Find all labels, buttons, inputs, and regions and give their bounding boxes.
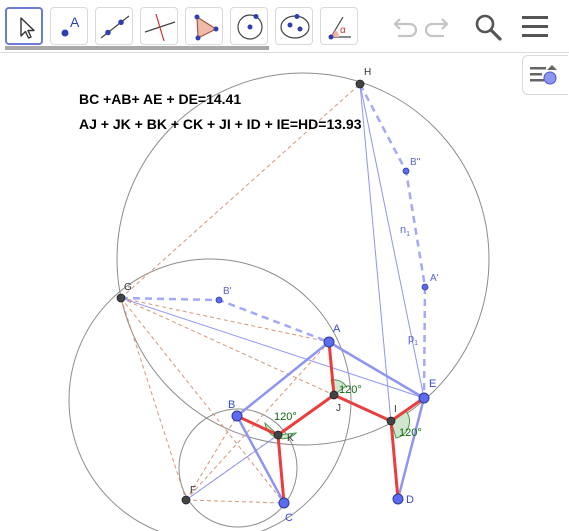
conic-icon [280, 14, 310, 39]
point-a[interactable] [323, 336, 335, 348]
angle-icon: α [328, 16, 351, 40]
segment-label-p1: p1 [408, 333, 418, 347]
label-b-double-prime: B'' [410, 157, 421, 168]
undo-button[interactable] [386, 10, 420, 44]
label-c: C [285, 512, 293, 524]
segment-label-n1: n1 [400, 224, 410, 238]
circle-tool-button[interactable] [230, 7, 268, 45]
construction-lines [120, 83, 392, 504]
label-d: D [406, 494, 414, 506]
line-tool-button[interactable] [95, 7, 133, 45]
toolbar-divider [0, 52, 569, 53]
redo-button[interactable] [422, 10, 456, 44]
point-b-double-prime[interactable] [402, 167, 410, 175]
point-j[interactable] [329, 390, 339, 400]
circle-icon [237, 14, 263, 40]
point-e[interactable] [418, 392, 430, 404]
label-a: A [333, 323, 341, 335]
point-a-prime[interactable] [421, 283, 429, 291]
toolbar: A [0, 0, 569, 52]
blue-segments [235, 340, 426, 505]
equation-line-2: AJ + JK + BK + CK + JI + ID + IE=HD=13.9… [79, 116, 362, 132]
menu-button[interactable] [519, 10, 553, 44]
label-h: H [364, 67, 371, 78]
menu-icon [522, 16, 548, 37]
point-h[interactable] [355, 79, 365, 89]
polygon-icon [194, 14, 219, 41]
point-tool-button[interactable]: A [50, 7, 88, 45]
red-path [235, 340, 426, 505]
label-f: F [190, 485, 196, 496]
polygon-tool-button[interactable] [185, 7, 223, 45]
angle-label-k: 120° [274, 411, 297, 423]
label-i: I [394, 404, 397, 415]
line-icon [100, 15, 130, 39]
redo-icon [424, 18, 449, 38]
equation-line-1: BC +AB+ AE + DE=14.41 [79, 91, 242, 107]
geometry-canvas[interactable]: 120° 120° 120° n1 p1 A B C D E H G [0, 53, 569, 531]
point-d[interactable] [392, 493, 404, 505]
angle-label-i: 120° [399, 427, 422, 439]
svg-text:α: α [340, 25, 346, 36]
point-c[interactable] [278, 497, 290, 509]
label-b: B [228, 399, 235, 411]
angle-label-j: 120° [339, 384, 362, 396]
point-f[interactable] [181, 495, 191, 505]
label-b-prime: B' [223, 286, 232, 297]
point-b[interactable] [231, 410, 243, 422]
point-k[interactable] [273, 430, 283, 440]
style-bar-toggle[interactable] [522, 55, 568, 95]
point-g[interactable] [116, 293, 126, 303]
circle-f [178, 408, 298, 528]
point-b-prime[interactable] [215, 296, 223, 304]
search-button[interactable] [471, 10, 505, 44]
light-lines [120, 83, 425, 501]
conic-tool-button[interactable] [275, 7, 313, 45]
perpendicular-line-tool-button[interactable] [140, 7, 178, 45]
svg-text:A: A [70, 14, 80, 30]
move-tool-button[interactable] [5, 7, 43, 45]
label-k: K [287, 433, 294, 444]
circle-g [68, 258, 352, 531]
angle-markers [264, 379, 410, 440]
label-a-prime: A' [430, 273, 439, 284]
perpendicular-line-icon [144, 13, 176, 42]
cursor-arrow-icon [20, 17, 35, 39]
toolbar-underline [5, 46, 269, 50]
point-i[interactable] [386, 416, 396, 426]
circle-h [116, 72, 490, 446]
style-bar-icon [530, 65, 557, 85]
undo-icon [393, 18, 418, 38]
label-g: G [124, 282, 132, 293]
search-icon [475, 14, 502, 41]
label-j: J [336, 403, 341, 414]
label-e: E [429, 378, 436, 390]
angle-tool-button[interactable]: α [320, 7, 358, 45]
point-icon: A [61, 14, 80, 37]
